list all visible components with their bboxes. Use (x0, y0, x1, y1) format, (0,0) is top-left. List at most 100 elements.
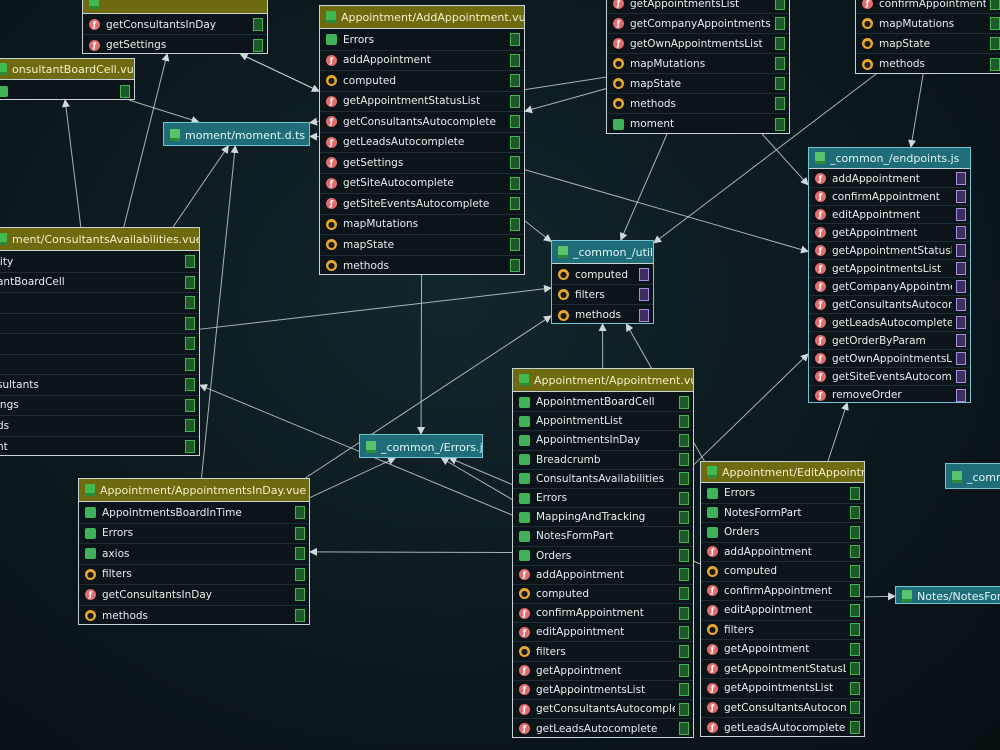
node-member-row[interactable]: ●methods (552, 305, 653, 323)
node-header[interactable]: _common_/Errors.js (360, 435, 482, 457)
link-port-icon[interactable] (990, 57, 1000, 71)
link-port-icon[interactable] (510, 238, 520, 252)
node-member-row[interactable] (0, 81, 134, 99)
link-port-icon[interactable] (510, 53, 520, 67)
node-notes-form-part[interactable]: Notes/NotesFormPart.vue (895, 586, 1000, 604)
link-port-icon[interactable] (990, 17, 1000, 30)
node-member-row[interactable]: ●computed (552, 265, 653, 285)
node-header[interactable]: Appointment/AddAppointment.vue (320, 6, 524, 29)
link-port-icon[interactable] (775, 57, 785, 70)
link-port-icon[interactable] (639, 308, 649, 322)
node-member-row[interactable]: ●filters (513, 642, 693, 662)
link-port-icon[interactable] (679, 702, 689, 716)
node-header[interactable] (83, 0, 267, 14)
node-member-row[interactable]: Errors (320, 30, 524, 51)
node-member-row[interactable]: MappingAndTracking (513, 508, 693, 528)
node-member-row[interactable]: ds (0, 416, 199, 437)
link-port-icon[interactable] (639, 288, 649, 301)
node-member-row[interactable]: ●mapState (856, 34, 1000, 54)
node-member-row[interactable]: ●mapMutations (320, 215, 524, 235)
link-port-icon[interactable] (510, 156, 520, 170)
link-port-icon[interactable] (510, 197, 520, 211)
link-port-icon[interactable] (679, 453, 689, 467)
link-port-icon[interactable] (990, 0, 1000, 10)
link-port-icon[interactable] (956, 244, 966, 257)
node-member-row[interactable]: ●methods (607, 94, 789, 114)
link-port-icon[interactable] (185, 275, 195, 289)
link-port-icon[interactable] (956, 280, 966, 293)
link-port-icon[interactable] (850, 701, 860, 715)
link-port-icon[interactable] (679, 414, 689, 428)
link-port-icon[interactable] (679, 472, 689, 486)
link-port-icon[interactable] (850, 603, 860, 617)
node-member-row[interactable]: ings (0, 396, 199, 416)
link-port-icon[interactable] (253, 18, 263, 31)
node-consultant-board-cell[interactable]: onsultantBoardCell.vue (0, 58, 135, 100)
link-port-icon[interactable] (679, 568, 689, 582)
node-header[interactable]: ment/ConsultantsAvailabilities.vue (0, 228, 199, 251)
link-port-icon[interactable] (679, 645, 689, 659)
link-port-icon[interactable] (990, 37, 1000, 50)
link-port-icon[interactable] (510, 33, 520, 47)
node-member-row[interactable]: AppointmentList (513, 412, 693, 432)
node-member-row[interactable]: ●filters (552, 285, 653, 305)
node-member-row[interactable]: ConsultantsAvailabilities (513, 470, 693, 489)
link-port-icon[interactable] (956, 352, 966, 365)
link-port-icon[interactable] (295, 588, 305, 602)
link-port-icon[interactable] (679, 491, 689, 505)
node-header[interactable]: _common_/util.js (552, 241, 653, 264)
link-port-icon[interactable] (775, 0, 785, 10)
node-edit-appointment[interactable]: Appointment/EditAppointment.vueErrorsNot… (700, 461, 865, 737)
link-port-icon[interactable] (185, 255, 195, 269)
node-member-row[interactable] (0, 314, 199, 334)
link-port-icon[interactable] (185, 357, 195, 371)
node-member-row[interactable]: NotesFormPart (513, 527, 693, 547)
node-util-js[interactable]: _common_/util.js●computed●filters●method… (551, 240, 654, 324)
link-port-icon[interactable] (679, 395, 689, 409)
link-port-icon[interactable] (185, 440, 195, 454)
link-port-icon[interactable] (679, 549, 689, 563)
link-port-icon[interactable] (295, 526, 305, 540)
link-port-icon[interactable] (185, 296, 195, 310)
node-header[interactable]: _common_/endpoints.js (809, 148, 970, 169)
node-member-row[interactable]: ƒgetCompanyAppointmentsList (607, 14, 789, 34)
link-port-icon[interactable] (850, 642, 860, 656)
link-port-icon[interactable] (850, 721, 860, 735)
link-port-icon[interactable] (679, 625, 689, 639)
link-port-icon[interactable] (679, 433, 689, 447)
link-port-icon[interactable] (850, 681, 860, 695)
link-port-icon[interactable] (679, 664, 689, 678)
link-port-icon[interactable] (956, 262, 966, 275)
node-member-row[interactable]: ●mapState (320, 235, 524, 256)
link-port-icon[interactable] (510, 135, 520, 149)
node-member-row[interactable] (0, 293, 199, 314)
node-member-row[interactable]: ●methods (320, 256, 524, 275)
node-member-row[interactable]: AppointmentsInDay (513, 431, 693, 451)
node-header[interactable]: Appointment/EditAppointment.vue (701, 462, 864, 483)
link-port-icon[interactable] (775, 77, 785, 90)
link-port-icon[interactable] (956, 334, 966, 347)
link-port-icon[interactable] (679, 683, 689, 697)
node-member-row[interactable]: Orders (701, 523, 864, 543)
node-errors-js[interactable]: _common_/Errors.js (359, 434, 483, 458)
node-member-row[interactable]: ●mapState (607, 74, 789, 94)
node-member-row[interactable] (0, 334, 199, 355)
